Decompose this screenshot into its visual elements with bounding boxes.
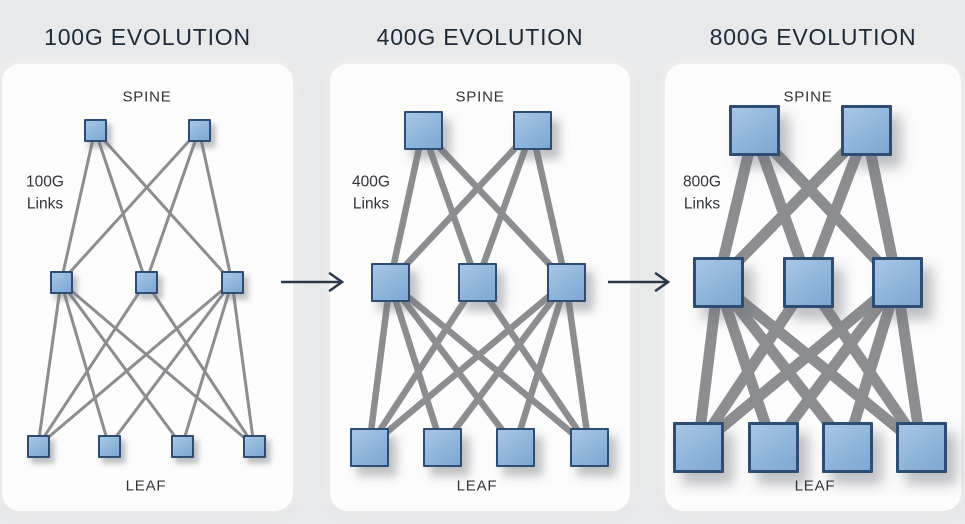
400g-middle-node-3 — [546, 262, 586, 302]
100g-link-middle2-leaf4 — [144, 281, 256, 447]
100g-link-spine2-middle1 — [59, 128, 201, 284]
100g-link-middle1-leaf2 — [59, 281, 111, 447]
100g-link-spine1-middle2 — [93, 129, 148, 283]
100g-link-middle3-leaf4 — [230, 281, 256, 447]
100g-middle-node-2 — [134, 270, 158, 294]
800g-spine-node-1 — [728, 104, 780, 156]
400g-link-spine2-middle2 — [473, 128, 536, 284]
800g-link-middle2-leaf1 — [693, 278, 813, 451]
100g-spine-node-2 — [187, 118, 211, 142]
100g-middle-node-3 — [220, 270, 244, 294]
400g-link-spine2-middle3 — [528, 129, 570, 283]
400g-links — [365, 127, 593, 450]
400g-spine-node-1 — [403, 110, 443, 150]
800g-leaf-node-1 — [672, 421, 724, 473]
800g-link-middle1-leaf3 — [713, 278, 852, 451]
100g-links — [36, 128, 256, 448]
800g-leaf-label: LEAF — [794, 477, 836, 495]
400g-link-middle2-leaf1 — [366, 280, 480, 449]
800g-middle-node-2 — [782, 256, 834, 308]
400g-leaf-label: LEAF — [456, 477, 498, 495]
panel-title-800g: 800G EVOLUTION — [709, 24, 917, 50]
100g-link-middle1-leaf3 — [59, 281, 184, 447]
100g-link-middle3-leaf1 — [37, 280, 233, 448]
100g-link-spine1-middle1 — [59, 129, 97, 283]
400g-link-spine2-middle1 — [387, 127, 535, 285]
800g-link-middle3-leaf1 — [694, 277, 901, 452]
100g-leaf-node-2 — [97, 434, 121, 458]
100g-link-middle2-leaf1 — [36, 281, 148, 447]
800g-link-middle3-leaf2 — [768, 278, 902, 451]
100g-link-middle1-leaf4 — [60, 280, 255, 448]
400g-link-middle3-leaf2 — [439, 280, 569, 449]
400g-link-middle1-leaf2 — [386, 281, 446, 448]
800g-leaf-node-3 — [821, 421, 873, 473]
800g-middle-node-3 — [871, 256, 923, 308]
800g-leaf-node-4 — [895, 421, 947, 473]
100g-middle-node-1 — [49, 270, 73, 294]
100g-link-middle1-leaf1 — [36, 281, 63, 447]
400g-link-middle1-leaf1 — [365, 281, 394, 448]
800g-link-middle2-leaf4 — [803, 278, 926, 451]
400g-link-middle1-leaf4 — [387, 279, 592, 450]
400g-link-middle3-leaf3 — [511, 281, 570, 448]
800g-link-middle3-leaf3 — [841, 280, 903, 449]
100g-link-spine1-middle3 — [93, 128, 234, 284]
400g-middle-node-2 — [457, 262, 497, 302]
800g-spine-node-2 — [840, 104, 892, 156]
400g-link-middle3-leaf4 — [562, 281, 593, 448]
800g-middle-node-1 — [692, 256, 744, 308]
100g-link-middle3-leaf2 — [107, 281, 234, 447]
100g-leaf-label: LEAF — [125, 477, 167, 495]
400g-link-spine1-middle1 — [386, 129, 427, 283]
panel-title-400g: 400G EVOLUTION — [376, 24, 584, 50]
400g-spine-node-2 — [512, 110, 552, 150]
400g-leaf-node-1 — [349, 427, 389, 467]
100g-leaf-node-4 — [242, 434, 266, 458]
400g-link-spine1-middle3 — [420, 127, 569, 285]
100g-leaf-node-3 — [170, 434, 194, 458]
800g-link-middle1-leaf1 — [692, 281, 724, 448]
100g-leaf-node-1 — [26, 434, 50, 458]
400g-link-middle1-leaf3 — [387, 280, 518, 449]
100g-spine-node-1 — [83, 118, 107, 142]
100g-link-spine2-middle3 — [197, 129, 234, 283]
100g-link-middle3-leaf3 — [180, 281, 234, 447]
400g-leaf-node-4 — [569, 427, 609, 467]
400g-link-spine1-middle2 — [419, 128, 481, 284]
panel-title-100g: 100G EVOLUTION — [44, 24, 251, 50]
400g-spine-label: SPINE — [455, 88, 505, 106]
100g-spine-label: SPINE — [122, 88, 172, 106]
800g-link-middle3-leaf4 — [891, 281, 927, 448]
100g-link-spine2-middle2 — [144, 129, 201, 283]
400g-leaf-node-2 — [422, 427, 462, 467]
800g-spine-label: SPINE — [783, 88, 833, 106]
400g-link-middle3-leaf1 — [366, 279, 569, 450]
400g-middle-node-1 — [370, 262, 410, 302]
800g-link-middle1-leaf4 — [714, 277, 925, 452]
800g-leaf-node-2 — [747, 421, 799, 473]
400g-leaf-node-3 — [495, 427, 535, 467]
400g-link-middle2-leaf4 — [474, 280, 592, 449]
800g-link-middle1-leaf2 — [712, 280, 779, 449]
